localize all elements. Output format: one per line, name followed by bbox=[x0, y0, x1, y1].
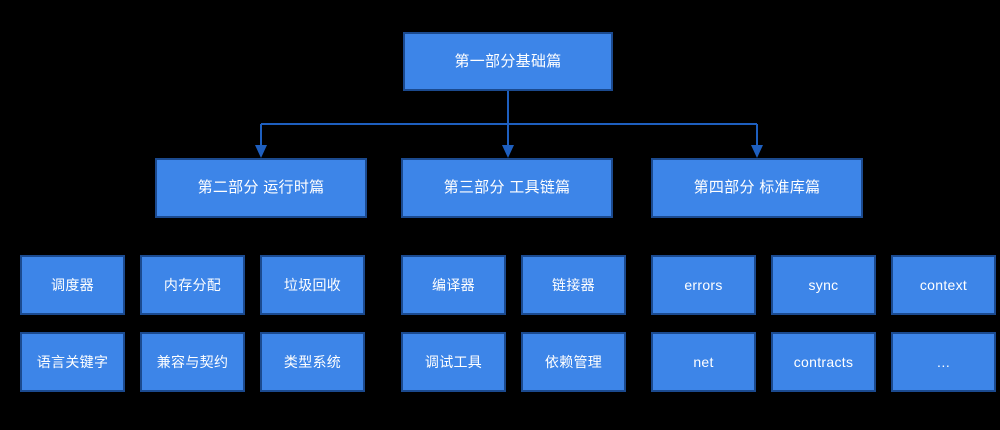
node-leaf[interactable]: contracts bbox=[771, 332, 876, 392]
node-leaf[interactable]: context bbox=[891, 255, 996, 315]
node-leaf-label: contracts bbox=[793, 353, 854, 370]
node-leaf-label: 类型系统 bbox=[283, 353, 342, 370]
node-leaf[interactable]: errors bbox=[651, 255, 756, 315]
node-leaf[interactable]: net bbox=[651, 332, 756, 392]
node-section-label: 第四部分 标准库篇 bbox=[693, 179, 821, 196]
node-root-label: 第一部分基础篇 bbox=[454, 52, 562, 70]
node-leaf[interactable]: 链接器 bbox=[521, 255, 626, 315]
node-leaf[interactable]: … bbox=[891, 332, 996, 392]
node-leaf[interactable]: 垃圾回收 bbox=[260, 255, 365, 315]
node-root[interactable]: 第一部分基础篇 bbox=[403, 32, 613, 91]
node-leaf-label: … bbox=[936, 353, 951, 370]
node-leaf-label: 编译器 bbox=[432, 276, 475, 293]
node-leaf-label: 内存分配 bbox=[163, 276, 222, 293]
node-leaf[interactable]: 语言关键字 bbox=[20, 332, 125, 392]
node-leaf[interactable]: 调试工具 bbox=[401, 332, 506, 392]
node-leaf[interactable]: 兼容与契约 bbox=[140, 332, 245, 392]
node-leaf-label: 调度器 bbox=[51, 276, 94, 293]
node-leaf-label: 兼容与契约 bbox=[156, 353, 229, 370]
node-leaf-label: 调试工具 bbox=[424, 353, 483, 370]
node-leaf-label: errors bbox=[684, 276, 723, 293]
node-leaf[interactable]: 编译器 bbox=[401, 255, 506, 315]
node-section-label: 第三部分 工具链篇 bbox=[443, 179, 571, 196]
node-leaf-label: 垃圾回收 bbox=[283, 276, 342, 293]
node-section-toolchain[interactable]: 第三部分 工具链篇 bbox=[401, 158, 613, 218]
node-leaf[interactable]: 类型系统 bbox=[260, 332, 365, 392]
node-leaf[interactable]: sync bbox=[771, 255, 876, 315]
node-section-runtime[interactable]: 第二部分 运行时篇 bbox=[155, 158, 367, 218]
node-leaf-label: sync bbox=[808, 276, 839, 293]
node-leaf[interactable]: 调度器 bbox=[20, 255, 125, 315]
node-leaf-label: net bbox=[693, 353, 714, 370]
node-leaf-label: 链接器 bbox=[552, 276, 595, 293]
node-leaf-label: 语言关键字 bbox=[36, 353, 109, 370]
node-section-label: 第二部分 运行时篇 bbox=[197, 179, 325, 196]
node-section-stdlib[interactable]: 第四部分 标准库篇 bbox=[651, 158, 863, 218]
node-leaf[interactable]: 内存分配 bbox=[140, 255, 245, 315]
node-leaf[interactable]: 依赖管理 bbox=[521, 332, 626, 392]
node-leaf-label: context bbox=[919, 276, 968, 293]
node-leaf-label: 依赖管理 bbox=[544, 353, 603, 370]
